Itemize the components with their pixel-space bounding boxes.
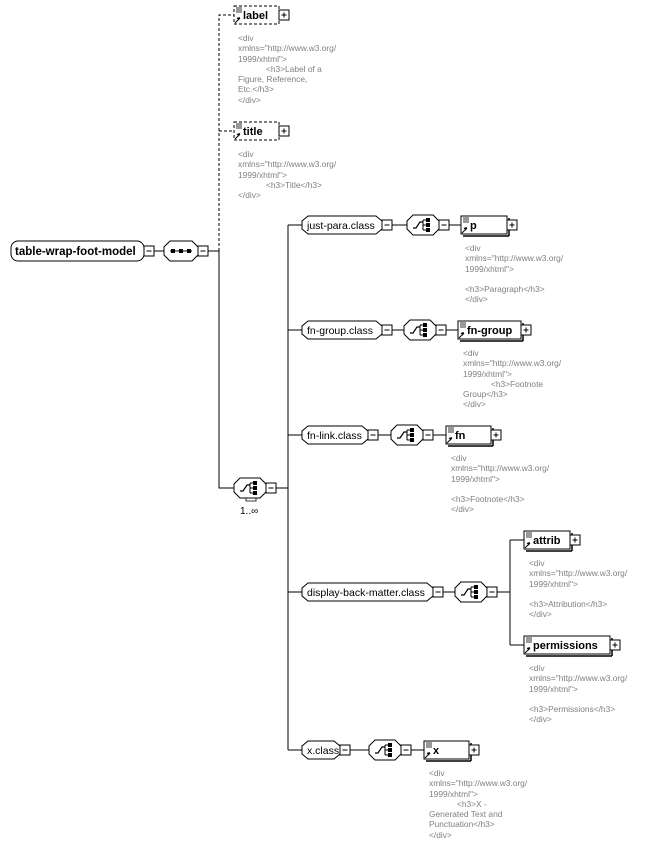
x-expand-button[interactable] (468, 744, 480, 756)
doc-attrib: <div xmlns="http://www.w3.org/ 1999/xhtm… (529, 558, 628, 620)
choice-collapse-button[interactable] (265, 482, 277, 494)
element-permissions[interactable]: permissions (523, 635, 613, 657)
doc-fn-group: <div xmlns="http://www.w3.org/ 1999/xhtm… (463, 348, 562, 410)
fn-link-choice[interactable] (390, 424, 424, 446)
display-back-matter-collapse-button[interactable] (432, 586, 444, 598)
title-expand-button[interactable] (278, 125, 290, 137)
sequence-compositor[interactable] (163, 240, 199, 262)
doc-x: <div xmlns="http://www.w3.org/ 1999/xhtm… (429, 768, 528, 840)
root-label: table-wrap-foot-model (15, 246, 136, 258)
choice-compositor-repeating[interactable] (233, 477, 267, 502)
fn-group-class-collapse-button[interactable] (381, 324, 393, 336)
x-class-collapse-button[interactable] (339, 744, 351, 756)
element-x-text: x (433, 745, 440, 757)
p-expand-button[interactable] (506, 219, 518, 231)
just-para-choice[interactable] (406, 214, 440, 236)
element-title[interactable]: title (233, 121, 280, 141)
root-element[interactable]: table-wrap-foot-model (10, 240, 145, 262)
group-fn-link-class[interactable]: fn-link.class (301, 425, 369, 445)
group-x-class-label: x.class (307, 745, 339, 757)
element-attrib[interactable]: attrib (523, 530, 573, 552)
doc-permissions: <div xmlns="http://www.w3.org/ 1999/xhtm… (529, 663, 628, 725)
group-display-back-matter-class-label: display-back-matter.class (307, 587, 425, 599)
fn-group-choice[interactable] (403, 319, 437, 341)
group-fn-group-class-label: fn-group.class (307, 325, 373, 337)
fn-link-choice-collapse-button[interactable] (422, 429, 434, 441)
element-fn-text: fn (455, 430, 466, 442)
group-x-class[interactable]: x.class (301, 740, 341, 760)
element-attrib-text: attrib (533, 535, 561, 547)
element-fn-group[interactable]: fn-group (457, 320, 524, 342)
doc-label: <div xmlns="http://www.w3.org/ 1999/xhtm… (238, 33, 337, 105)
permissions-expand-button[interactable] (609, 639, 621, 651)
doc-p: <div xmlns="http://www.w3.org/ 1999/xhtm… (465, 243, 564, 305)
just-para-collapse-button[interactable] (381, 219, 393, 231)
element-label-text: label (243, 10, 268, 22)
just-para-choice-collapse-button[interactable] (438, 219, 450, 231)
group-fn-group-class[interactable]: fn-group.class (301, 320, 383, 340)
group-display-back-matter-class[interactable]: display-back-matter.class (301, 582, 434, 602)
element-p[interactable]: p (460, 215, 510, 237)
group-just-para-class-label: just-para.class (306, 220, 375, 232)
element-fn-group-text: fn-group (467, 325, 512, 337)
occurrence-label: 1..∞ (240, 506, 258, 517)
fn-group-choice-collapse-button[interactable] (435, 324, 447, 336)
group-fn-link-class-label: fn-link.class (307, 430, 362, 442)
element-title-text: title (243, 126, 263, 138)
doc-title: <div xmlns="http://www.w3.org/ 1999/xhtm… (238, 149, 337, 201)
element-permissions-text: permissions (533, 640, 598, 652)
attrib-expand-button[interactable] (569, 534, 581, 546)
element-x[interactable]: x (423, 740, 472, 762)
sequence-collapse-button[interactable] (197, 245, 209, 257)
x-class-choice[interactable] (368, 739, 402, 761)
element-p-text: p (470, 220, 477, 232)
fn-link-class-collapse-button[interactable] (367, 429, 379, 441)
element-fn[interactable]: fn (445, 425, 494, 447)
connectors (154, 14, 524, 751)
fn-expand-button[interactable] (490, 429, 502, 441)
element-label[interactable]: label (233, 5, 280, 25)
root-collapse-button[interactable] (143, 245, 155, 257)
fn-group-expand-button[interactable] (520, 324, 532, 336)
x-class-choice-collapse-button[interactable] (400, 744, 412, 756)
label-expand-button[interactable] (278, 9, 290, 21)
group-just-para-class[interactable]: just-para.class (301, 215, 383, 235)
doc-fn: <div xmlns="http://www.w3.org/ 1999/xhtm… (451, 453, 550, 515)
display-back-matter-choice-collapse-button[interactable] (486, 586, 498, 598)
display-back-matter-choice[interactable] (454, 581, 488, 603)
